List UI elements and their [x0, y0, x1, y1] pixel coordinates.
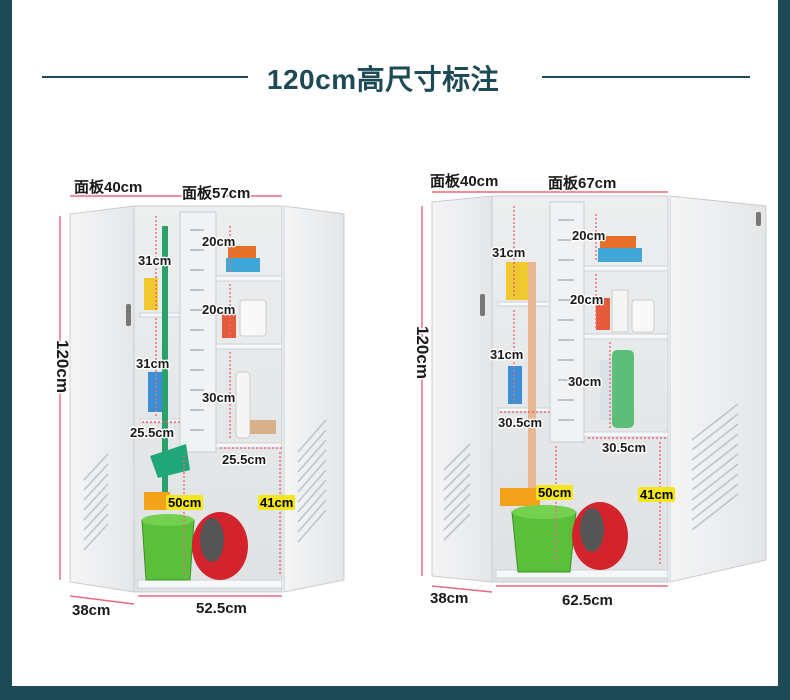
right-shelf-bottom-label: 30.5cm: [498, 415, 543, 430]
left-right-shelf-1-label: 20cm: [202, 234, 236, 249]
page-title: 120cm高尺寸标注: [266, 64, 500, 95]
right-shelf-1-label: 31cm: [492, 245, 526, 260]
right-right-shelf-width-label: 30.5cm: [602, 440, 647, 455]
cabinet-right-side-panel: [431, 195, 493, 583]
left-bottom-right-label: 41cm: [258, 495, 296, 510]
right-right-shelf-2-label: 20cm: [570, 292, 604, 307]
right-right-shelf-1-label: 20cm: [572, 228, 606, 243]
right-bucket: [511, 511, 577, 573]
left-shelf-bottom-label: 25.5cm: [130, 425, 175, 440]
right-right-shelf-3-label: 30cm: [568, 374, 602, 389]
left-height-label: 120cm: [53, 340, 72, 393]
left-right-shelf-3-label: 30cm: [202, 390, 236, 405]
right-bottom-left-label: 50cm: [536, 485, 574, 500]
cabinet-left-side-panel: [69, 205, 135, 593]
left-panel-top-right-label: 面板57cm: [182, 185, 251, 202]
right-depth-label: 38cm: [430, 590, 469, 607]
cabinet-left: [59, 195, 345, 605]
right-panel-top-right-label: 面板67cm: [548, 175, 617, 192]
title-rule-right: [542, 76, 750, 78]
left-width-label: 52.5cm: [196, 600, 247, 617]
right-width-label: 62.5cm: [562, 592, 613, 609]
right-height-label: 120cm: [413, 326, 432, 379]
cabinet-right: [421, 191, 767, 593]
right-panel-top-left-label: 面板40cm: [430, 173, 499, 190]
left-bottom-left-label: 50cm: [166, 495, 204, 510]
cabinet-right-right-door: [669, 195, 767, 583]
right-shelf-2-label: 31cm: [490, 347, 524, 362]
right-bottom-right-label: 41cm: [638, 487, 676, 502]
left-depth-label: 38cm: [72, 602, 111, 619]
cabinet-right-divider: [549, 201, 585, 443]
left-shelf-2-label: 31cm: [136, 356, 170, 371]
cabinet-left-divider: [179, 211, 217, 453]
title-rule-left: [42, 76, 248, 78]
cabinet-left-right-door: [283, 205, 345, 593]
left-right-shelf-width-label: 25.5cm: [222, 452, 267, 467]
left-panel-top-left-label: 面板40cm: [74, 179, 143, 196]
left-right-shelf-2-label: 20cm: [202, 302, 236, 317]
left-shelf-1-label: 31cm: [138, 253, 172, 268]
left-bucket: [141, 519, 195, 581]
